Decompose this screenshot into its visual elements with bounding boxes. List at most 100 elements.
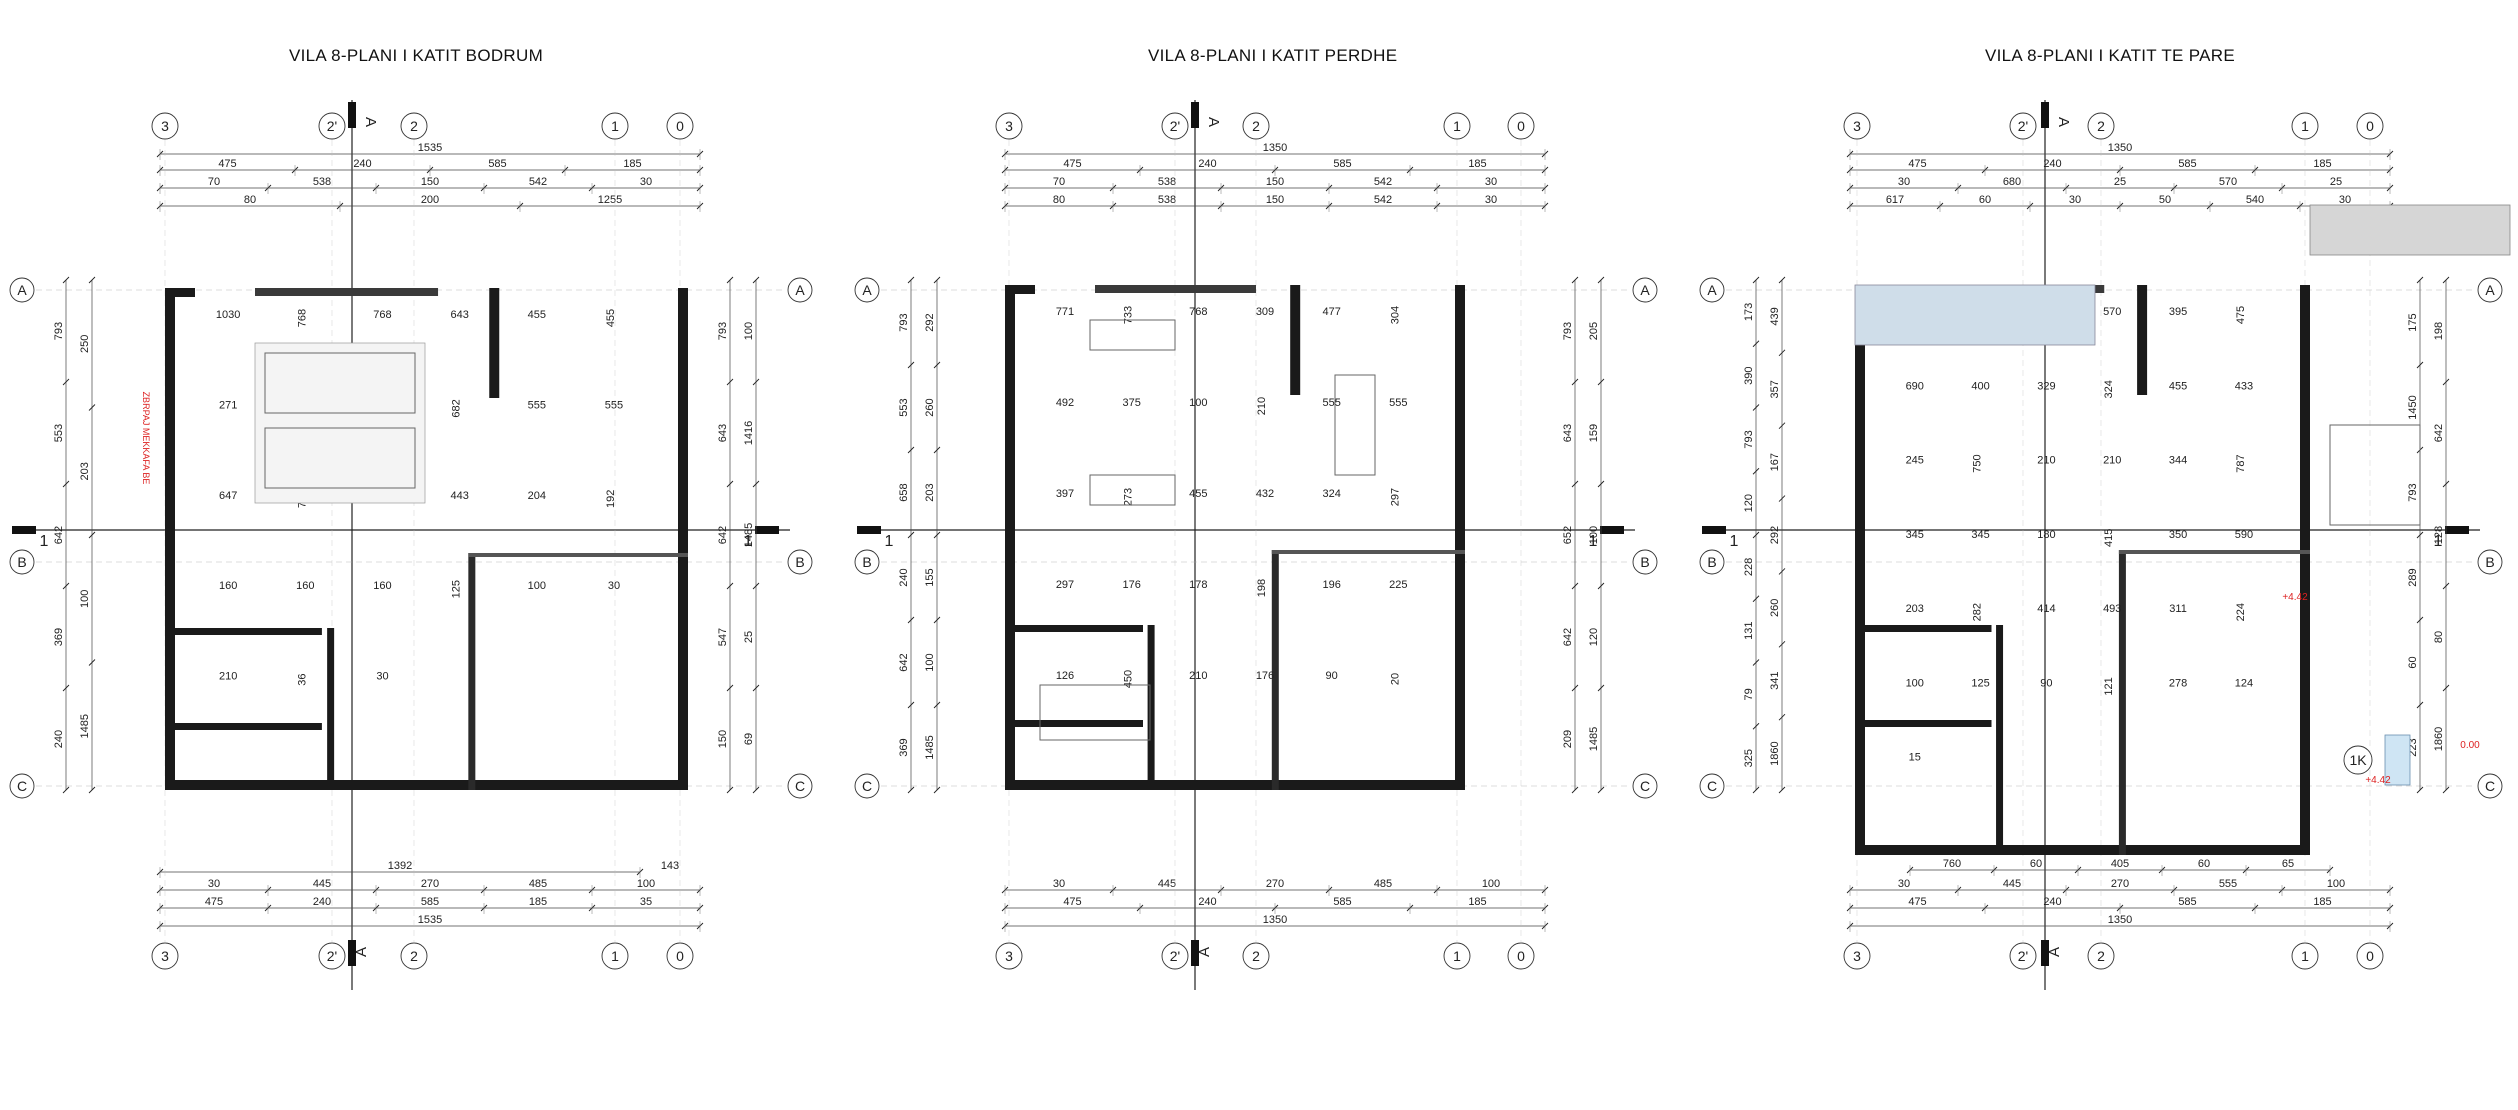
grid-axis-bottom-2p: 2'	[1161, 942, 1189, 970]
dim-left-inner-value: 260	[1769, 599, 1781, 617]
unit-tag-label: 1K	[2349, 752, 2367, 768]
furniture	[1039, 319, 1376, 741]
wall-interior-horizontal-2	[165, 723, 322, 730]
grid-axis-top-0-label: 0	[1517, 118, 1525, 134]
grid-axis-bottom-1: 1	[1443, 942, 1471, 970]
dim-right-inner-value: 793	[717, 322, 729, 340]
wall-interior-vertical-3	[2118, 550, 2126, 855]
wall-interior-vertical-3	[468, 553, 476, 790]
grid-axis-left-B-circle	[1699, 549, 1725, 575]
grid-axis-right-C-circle	[1632, 773, 1658, 799]
room-dimension-label: 443	[450, 490, 468, 502]
grid-axis-left-C-circle	[9, 773, 35, 799]
dim-top-row3-value: 1255	[598, 194, 622, 206]
wall-north-mid	[1095, 285, 1256, 293]
dim-right-outer-tick	[2442, 378, 2450, 386]
wall-interior-vertical	[489, 288, 500, 398]
dim-top-row2-value: 25	[2330, 176, 2342, 188]
dim-left-inner-tick	[933, 786, 941, 794]
grid-axis-bottom-1-label: 1	[1453, 948, 1461, 964]
grid-axis-top-0-circle	[2356, 112, 2384, 140]
dim-bottom-row1-value: 30	[1898, 878, 1910, 890]
dim-left-inner-tick	[1778, 495, 1786, 502]
room-dimension-label: 1030	[216, 309, 240, 321]
dim-right-outer-tick	[752, 276, 760, 284]
grid-axis-top-0-circle	[1507, 112, 1535, 140]
car-outline	[264, 352, 416, 414]
dim-left-outer-value: 325	[1743, 749, 1755, 767]
section-mark-a-bottom-bar	[1191, 940, 1199, 966]
walls	[1855, 285, 2310, 855]
dim-left-outer-tick	[62, 378, 70, 386]
dim-top-row3-value: 80	[1053, 194, 1065, 206]
room-dimension-label: 196	[1322, 579, 1340, 591]
grid-axis-top-3-label: 3	[161, 118, 169, 134]
section-mark-1-left-label: 1	[1730, 533, 1739, 550]
grid-axis-top-3-label: 3	[1853, 118, 1861, 134]
dim-left-inner-value: 203	[79, 462, 91, 480]
grid-axis-right-A-circle	[1632, 277, 1658, 303]
room-dimension-label: 192	[605, 490, 617, 508]
room-dimension-label: 733	[1123, 306, 1135, 324]
dim-left-outer-value: 793	[1743, 430, 1755, 448]
wall-north-mid	[255, 288, 439, 296]
grid-axis-bottom-0: 0	[1507, 942, 1535, 970]
room-dimension-label: 203	[1906, 603, 1924, 615]
room-dimension-label: 432	[1256, 488, 1274, 500]
room-dimension-label: 160	[219, 580, 237, 592]
furniture: 1K+4.420.00+4.42	[1854, 204, 2511, 786]
grid-axis-top-3: 3	[1843, 112, 1871, 140]
wall-east	[1455, 285, 1465, 790]
grid-axis-top-1-circle	[601, 112, 629, 140]
dim-right-outer-tick	[2442, 480, 2450, 488]
dim-left-outer-tick	[1752, 404, 1760, 411]
dim-top-row2-value: 150	[421, 176, 439, 188]
grid-axis-top-0-circle	[666, 112, 694, 140]
dim-right-inner-tick	[726, 378, 734, 386]
furniture: ZBRPAJ MEKKAFA BE	[141, 342, 426, 504]
section-mark-a-top-label: A	[2055, 117, 2072, 127]
dim-left-inner-value: 250	[79, 335, 91, 353]
dim-top-row2-value: 570	[2219, 176, 2237, 188]
dim-left-inner-value: 292	[924, 313, 936, 331]
grid-axis-bottom-2p: 2'	[2009, 942, 2037, 970]
dim-left-outer-tick	[907, 701, 915, 709]
dim-left-outer-tick	[1752, 531, 1760, 539]
room-dimension-label: 555	[528, 399, 546, 411]
grid-axis-bottom-0-label: 0	[2366, 948, 2374, 964]
room-dimension-label: 160	[373, 580, 391, 592]
room-dimension-label: 493	[2103, 603, 2121, 615]
dim-left-inner-tick	[1778, 568, 1786, 575]
room-labels: 7105825705703954756904003293244554332457…	[1906, 306, 2254, 764]
dim-right-outer-value: 100	[1588, 526, 1600, 544]
dim-right-inner-tick	[1571, 582, 1579, 590]
dim-right-outer-tick	[1597, 480, 1605, 488]
dim-top-row1-value: 585	[2178, 158, 2196, 170]
grid-axis-bottom-3: 3	[995, 942, 1023, 970]
dim-right-outer-value: 100	[743, 322, 755, 340]
room-dimension-label: 30	[376, 671, 388, 683]
dim-top-overall: 1535	[156, 142, 704, 160]
dim-bottom-overall-value: 1535	[418, 914, 442, 926]
room-dimension-label: 297	[1389, 488, 1401, 506]
room-dimension-label: 210	[219, 671, 237, 683]
dim-left-outer-value: 173	[1743, 303, 1755, 321]
dim-top-row2-value: 30	[1485, 176, 1497, 188]
dim-left-outer-value: 390	[1743, 366, 1755, 384]
grid-axis-top-2-label: 2	[410, 118, 418, 134]
room-dimension-label: 455	[605, 309, 617, 327]
grid-axis-bottom-3-label: 3	[1005, 948, 1013, 964]
dim-left-inner-tick	[1778, 422, 1786, 430]
wall-interior-horizontal-3	[1271, 550, 1465, 554]
grid-axis-bottom-0: 0	[666, 942, 694, 970]
wall-east	[2300, 285, 2310, 855]
dim-right-outer-tick	[2442, 786, 2450, 794]
dim-bottom-row1-value: 555	[2219, 878, 2237, 890]
